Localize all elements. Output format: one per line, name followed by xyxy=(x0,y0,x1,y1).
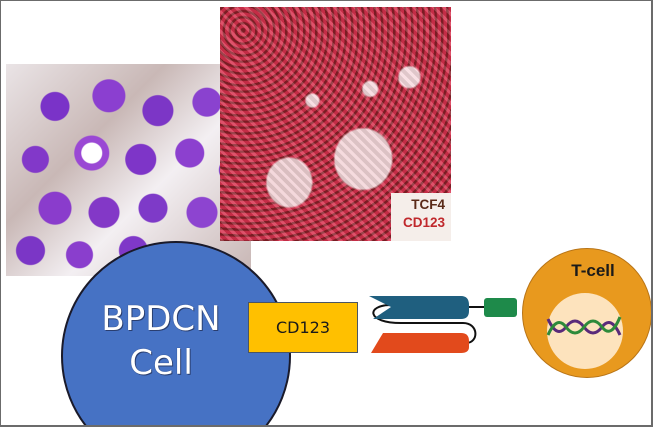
ihc-micrograph: TCF4 CD123 xyxy=(220,7,451,241)
car-construct-icon xyxy=(369,296,517,353)
bpdcn-label-line1: BPDCN xyxy=(101,299,221,339)
cd123-antigen-box: CD123 xyxy=(248,302,358,353)
t-cell-label: T-cell xyxy=(571,261,615,280)
ihc-stain-legend: TCF4 CD123 xyxy=(391,193,451,241)
cd123-antigen-label: CD123 xyxy=(275,318,331,337)
bpdcn-cell-label: BPDCN Cell xyxy=(61,297,261,385)
blood-smear-micrograph xyxy=(6,64,251,276)
bpdcn-label-line2: Cell xyxy=(129,343,193,383)
legend-tcf4: TCF4 xyxy=(411,197,445,212)
legend-cd123: CD123 xyxy=(402,215,445,230)
dna-helix-icon xyxy=(546,316,622,336)
